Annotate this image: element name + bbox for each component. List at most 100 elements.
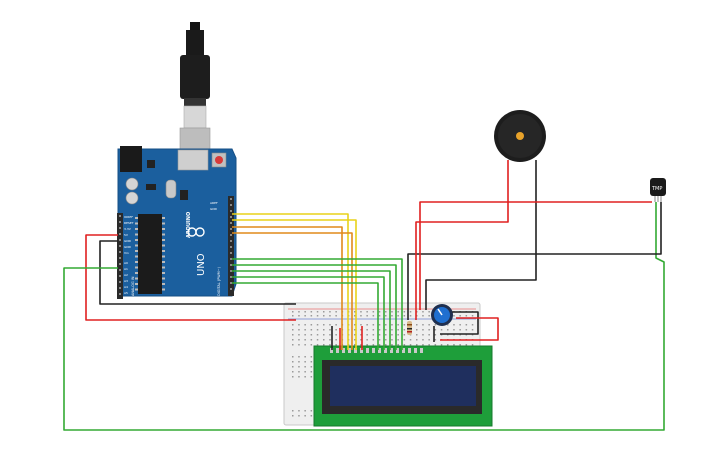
pin	[310, 315, 313, 317]
wire-red-pot	[440, 317, 499, 341]
pin	[354, 324, 356, 326]
pin	[434, 344, 437, 346]
pin	[162, 283, 165, 285]
pin	[397, 311, 399, 313]
pin	[304, 366, 306, 368]
pin	[372, 348, 375, 353]
pin	[453, 329, 455, 331]
pin	[304, 315, 306, 317]
pin	[403, 344, 406, 346]
pin	[372, 311, 375, 313]
pin	[310, 371, 313, 373]
pin	[378, 344, 381, 346]
pin	[119, 269, 121, 271]
pin	[416, 344, 418, 346]
pin	[354, 315, 356, 317]
pin	[378, 348, 381, 353]
pin	[292, 376, 294, 378]
pin	[162, 255, 165, 258]
pin	[416, 334, 418, 336]
pin	[135, 255, 138, 258]
pin	[292, 415, 294, 417]
pin	[316, 329, 319, 331]
pin	[323, 315, 325, 317]
pin	[162, 261, 165, 263]
pin	[119, 287, 121, 289]
pin	[310, 311, 313, 313]
pin	[428, 339, 430, 341]
pin	[348, 348, 351, 353]
pin	[354, 339, 356, 341]
pin	[447, 329, 449, 331]
pin	[230, 276, 232, 278]
pin	[135, 272, 138, 274]
pin	[310, 366, 313, 368]
pin	[360, 348, 363, 353]
pin	[298, 366, 300, 368]
pin	[162, 244, 165, 247]
capacitor-icon	[125, 191, 139, 205]
pin	[360, 344, 362, 346]
pin	[465, 344, 468, 346]
pin	[298, 339, 300, 341]
power-header	[117, 213, 123, 299]
pin	[422, 344, 424, 346]
pin	[323, 339, 325, 341]
pin	[119, 281, 121, 283]
pin	[471, 329, 474, 331]
pin	[372, 315, 375, 317]
pin	[385, 334, 387, 336]
wire-green-d7	[232, 276, 385, 350]
pin	[298, 410, 300, 412]
pin	[403, 334, 406, 336]
pin	[316, 339, 319, 341]
analog-pin-label: A0	[124, 261, 128, 265]
pin	[323, 334, 325, 336]
pin	[471, 324, 474, 326]
pin	[366, 311, 368, 313]
usb-cable	[179, 22, 211, 151]
pin	[428, 324, 430, 326]
pin	[135, 288, 138, 291]
power-pin-label: 5V	[124, 233, 129, 237]
usb-port	[177, 149, 209, 171]
pin	[354, 329, 356, 331]
pin	[310, 415, 313, 417]
pin	[119, 245, 121, 247]
pin	[465, 315, 468, 317]
pin	[135, 222, 138, 225]
pin	[304, 376, 306, 378]
pin	[372, 339, 375, 341]
pin	[292, 366, 294, 368]
pin	[420, 348, 423, 353]
pin	[119, 233, 121, 235]
pin	[366, 339, 368, 341]
pin	[360, 339, 362, 341]
pin	[119, 257, 121, 259]
pin	[298, 361, 300, 363]
pin	[403, 339, 406, 341]
pin	[230, 240, 232, 242]
pin	[162, 250, 165, 252]
pin	[453, 324, 455, 326]
pin	[304, 344, 306, 346]
pin	[330, 348, 333, 353]
pin	[397, 344, 399, 346]
wire-orange-lcd	[232, 226, 343, 350]
pin	[162, 239, 165, 241]
pin	[323, 329, 325, 331]
pin	[298, 415, 300, 417]
pin	[391, 324, 393, 326]
pin	[422, 329, 424, 331]
pin	[397, 329, 399, 331]
pin	[230, 222, 232, 224]
analog-header-label: ANALOG IN	[131, 276, 135, 296]
pin	[310, 361, 313, 363]
potentiometer[interactable]	[431, 304, 453, 326]
pin	[316, 311, 319, 313]
pin	[384, 348, 387, 353]
pin	[298, 311, 300, 313]
pin	[391, 334, 393, 336]
pin	[329, 339, 331, 341]
pin	[459, 344, 461, 346]
